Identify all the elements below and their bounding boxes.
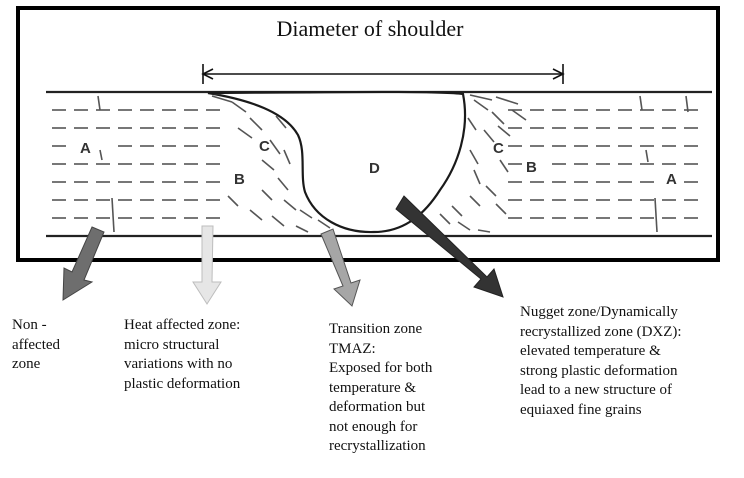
zone-label-d: D [369, 160, 380, 177]
zone-label-b-left: B [234, 171, 245, 188]
non-affected-zone-arrow [62, 226, 105, 301]
zone-label-c-right: C [493, 140, 504, 157]
tmaz-arrow [320, 228, 361, 307]
zone-label-b-right: B [526, 159, 537, 176]
caption-tmaz: Transition zone TMAZ: Exposed for both t… [329, 321, 433, 454]
zone-label-a-right: A [666, 171, 677, 188]
diagram-frame [16, 6, 720, 262]
nugget-zone-outline [207, 90, 467, 234]
caption-heat-affected-zone: Heat affected zone: micro structural var… [124, 317, 241, 392]
heat-affected-zone-arrow [192, 225, 222, 305]
nugget-zone-arrow [395, 195, 504, 298]
caption-non-affected-zone: Non - affected zone [12, 317, 61, 372]
grain-texture [52, 94, 698, 233]
shoulder-dimension-arrow [201, 64, 565, 84]
zone-label-c-left: C [259, 138, 270, 155]
zone-label-a-left: A [80, 140, 91, 157]
diagram-title: Diameter of shoulder [276, 16, 464, 41]
caption-nugget-zone: Nugget zone/Dynamically recrystallized z… [520, 304, 682, 418]
